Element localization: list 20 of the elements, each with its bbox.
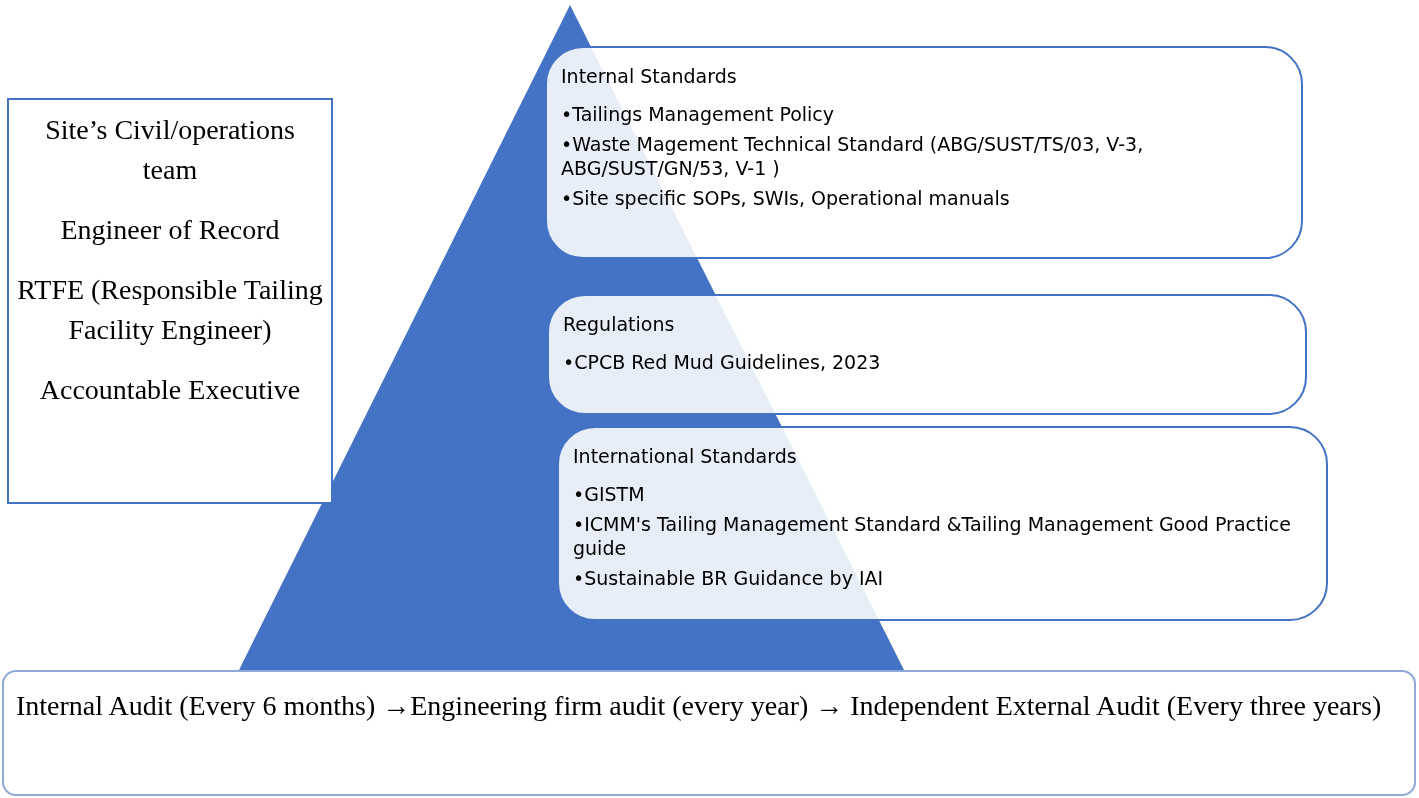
bullet-item: •CPCB Red Mud Guidelines, 2023: [563, 350, 882, 374]
bullet-item: •Waste Magement Technical Standard (ABG/SUST/TS/03, V-3, ABG/SUST/GN/53, V-1 ): [561, 132, 1145, 180]
role-text: Site’s Civil/operations team: [44, 113, 296, 187]
audit-sequence-text: Internal Audit (Every 6 months) →Engineering firm audit (every year) → Independent External Audit (Every three years): [16, 689, 1383, 723]
standards-card: [557, 426, 1328, 621]
bullet-item: •Site specific SOPs, SWIs, Operational manuals: [561, 186, 1011, 210]
bullet-item: •Tailings Management Policy: [561, 102, 836, 126]
role-text: Engineer of Record: [59, 213, 281, 247]
card-heading: Regulations: [563, 312, 676, 336]
bullet-item: •Sustainable BR Guidance by IAI: [573, 566, 885, 590]
bullet-item: •GISTM: [573, 482, 646, 506]
card-heading: International Standards: [573, 444, 798, 468]
role-text: RTFE (Responsible Tailing Facility Engineer): [17, 273, 323, 347]
audit-banner: [2, 670, 1416, 796]
card-heading: Internal Standards: [561, 64, 738, 88]
standards-card: [545, 46, 1303, 259]
role-text: Accountable Executive: [38, 373, 302, 407]
roles-box: [7, 98, 333, 504]
standards-card: [547, 294, 1307, 415]
bullet-item: •ICMM's Tailing Management Standard &Tailing Management Good Practice guide: [573, 512, 1292, 560]
